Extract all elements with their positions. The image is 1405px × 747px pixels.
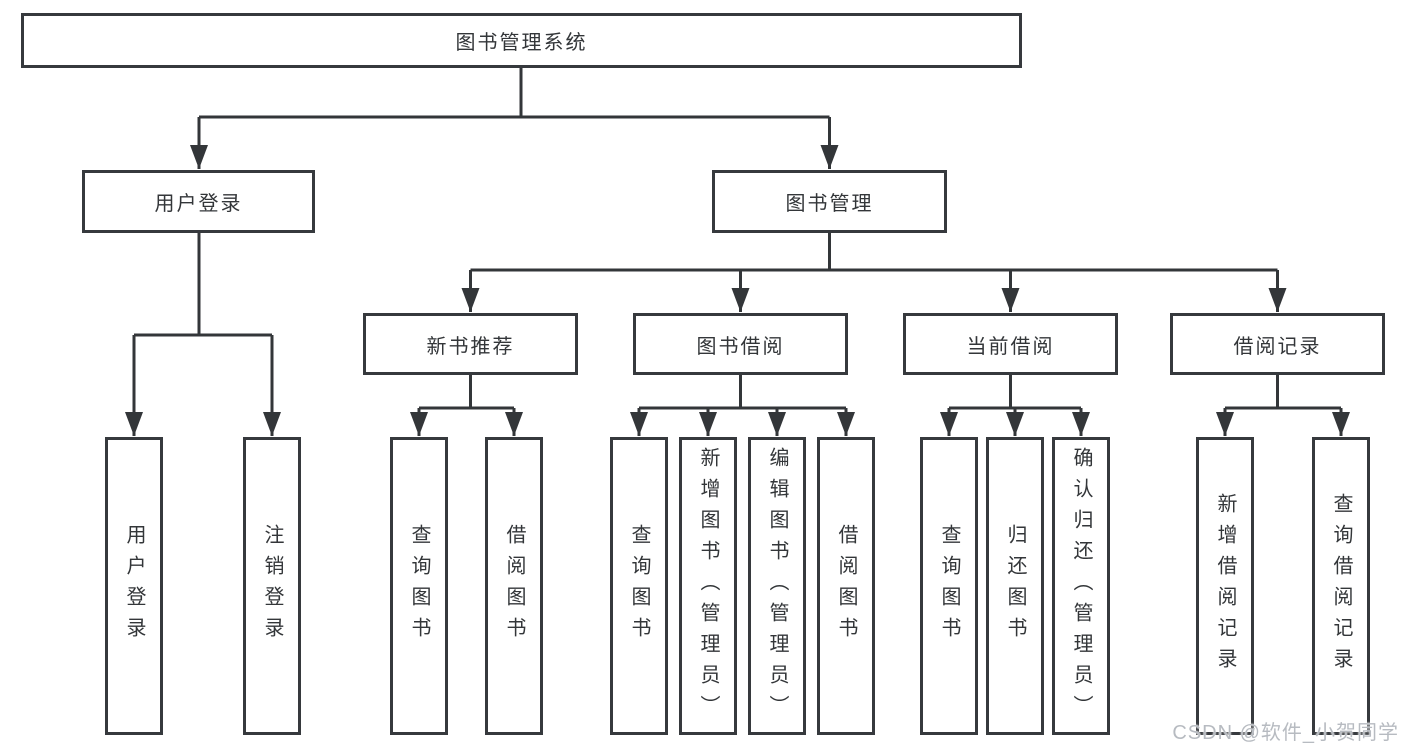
node-book-management: 图书管理 bbox=[712, 170, 947, 233]
leaf-add-borrow-record: 新增借阅记录 bbox=[1196, 437, 1254, 735]
leaf-query-books-borrowing: 查询图书 bbox=[610, 437, 668, 735]
leaf-label: 新增图书（管理员） bbox=[697, 446, 719, 726]
leaf-label: 归还图书 bbox=[1004, 524, 1026, 648]
leaf-return-books: 归还图书 bbox=[986, 437, 1044, 735]
leaf-add-books-admin: 新增图书（管理员） bbox=[679, 437, 737, 735]
leaf-label: 借阅图书 bbox=[503, 524, 525, 648]
leaf-label: 查询图书 bbox=[628, 524, 650, 648]
leaf-borrow-books-borrowing: 借阅图书 bbox=[817, 437, 875, 735]
leaf-label: 查询图书 bbox=[938, 524, 960, 648]
leaf-label: 新增借阅记录 bbox=[1214, 493, 1236, 679]
node-user-login: 用户登录 bbox=[82, 170, 315, 233]
node-book-borrowing: 图书借阅 bbox=[633, 313, 848, 375]
leaf-logout: 注销登录 bbox=[243, 437, 301, 735]
leaf-query-books-current: 查询图书 bbox=[920, 437, 978, 735]
node-system-root: 图书管理系统 bbox=[21, 13, 1022, 68]
leaf-query-borrow-record: 查询借阅记录 bbox=[1312, 437, 1370, 735]
node-current-borrowing: 当前借阅 bbox=[903, 313, 1118, 375]
leaf-confirm-return-admin: 确认归还（管理员） bbox=[1052, 437, 1110, 735]
node-borrowing-records: 借阅记录 bbox=[1170, 313, 1385, 375]
leaf-label: 借阅图书 bbox=[835, 524, 857, 648]
leaf-label: 注销登录 bbox=[261, 524, 283, 648]
leaf-label: 确认归还（管理员） bbox=[1070, 446, 1092, 726]
node-new-book-recommend: 新书推荐 bbox=[363, 313, 578, 375]
leaf-label: 查询借阅记录 bbox=[1330, 493, 1352, 679]
leaf-query-books-recommend: 查询图书 bbox=[390, 437, 448, 735]
leaf-edit-books-admin: 编辑图书（管理员） bbox=[748, 437, 806, 735]
csdn-watermark: CSDN @软件_小贺同学 bbox=[1172, 722, 1399, 744]
leaf-label: 用户登录 bbox=[123, 524, 145, 648]
leaf-label: 编辑图书（管理员） bbox=[766, 446, 788, 726]
leaf-user-login: 用户登录 bbox=[105, 437, 163, 735]
leaf-label: 查询图书 bbox=[408, 524, 430, 648]
leaf-borrow-books-recommend: 借阅图书 bbox=[485, 437, 543, 735]
